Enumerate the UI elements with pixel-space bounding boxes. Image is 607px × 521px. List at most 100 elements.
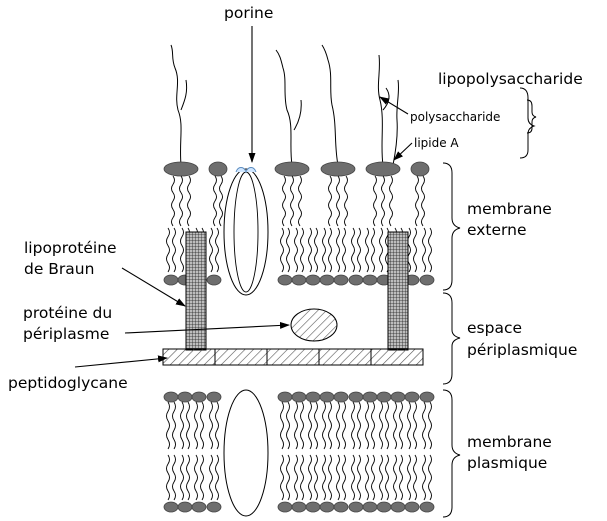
lipid-head <box>420 392 434 402</box>
lipid-head <box>207 502 221 512</box>
lps-chain <box>322 45 338 165</box>
lipid-tail <box>299 176 302 226</box>
lipid-tail <box>329 402 332 449</box>
lipid-tail <box>329 176 332 226</box>
lipid-tail <box>181 228 184 272</box>
lipid-head <box>209 162 227 176</box>
lipid-tail <box>281 455 284 500</box>
porin-outer <box>224 169 268 295</box>
lipid-head <box>278 275 292 285</box>
lipid-tail <box>309 402 312 449</box>
lipid-tail <box>423 455 426 500</box>
label-polysaccharide: polysaccharide <box>410 110 500 124</box>
lipid-tail <box>408 402 411 449</box>
lipid-tail <box>187 455 190 500</box>
label-lipopolysaccharide: lipopolysaccharide <box>438 70 583 88</box>
lipid-tail <box>400 402 403 449</box>
lipid-head <box>320 275 334 285</box>
lipid-tail <box>301 228 304 272</box>
label-peptidoglycane: peptidoglycane <box>8 374 128 392</box>
brace-membrane-plasmique <box>443 390 460 517</box>
lipid-head <box>377 392 391 402</box>
lipid-head <box>292 502 306 512</box>
lipid-tail <box>422 176 425 226</box>
lipid-head <box>411 162 429 176</box>
lipid-tail <box>301 455 304 500</box>
lipid-tail <box>167 228 170 272</box>
lipid-tail <box>372 455 375 500</box>
lipid-tail <box>309 455 312 500</box>
lipid-head <box>366 162 400 176</box>
lipid-tail <box>352 455 355 500</box>
lipid-tail <box>386 455 389 500</box>
lipid-tail <box>414 228 417 272</box>
label-espace-line1: espace <box>467 319 522 337</box>
lipid-tail <box>352 402 355 449</box>
lipid-tail <box>386 402 389 449</box>
lipid-tail <box>287 402 290 449</box>
lipid-head <box>278 392 292 402</box>
lipid-tail <box>281 228 284 272</box>
braun-lipoprotein-right <box>388 232 408 350</box>
brace-espace-periplasmique <box>443 293 460 384</box>
lipid-tail <box>429 228 432 272</box>
lipid-tail <box>180 176 183 226</box>
lipid-tail <box>429 402 432 449</box>
lipid-tail <box>400 455 403 500</box>
lipid-tail <box>188 176 191 226</box>
label-proteine-line1: protéine du <box>23 304 112 322</box>
label-lipide-a: lipide A <box>414 136 459 150</box>
lipid-tail <box>295 228 298 272</box>
lipid-tail <box>380 228 383 272</box>
lipid-tail <box>210 455 213 500</box>
peptidoglycan-layer <box>163 349 423 365</box>
lipid-head <box>363 275 377 285</box>
label-proteine-line2: périplasme <box>23 325 109 343</box>
lps-chain <box>378 55 383 165</box>
lipid-tail <box>423 402 426 449</box>
lipid-head <box>349 502 363 512</box>
lipid-head <box>321 162 355 176</box>
lipid-head <box>405 392 419 402</box>
lipid-tail <box>390 176 393 226</box>
lipid-tail <box>323 402 326 449</box>
lps-chain <box>294 100 301 130</box>
lipid-tail <box>295 455 298 500</box>
lipid-head <box>306 502 320 512</box>
lipid-head <box>292 275 306 285</box>
lipid-tail <box>181 402 184 449</box>
lipid-head <box>391 392 405 402</box>
arrow-proteine-periplasme <box>125 325 289 333</box>
label-membrane-plasmique-line2: plasmique <box>467 454 547 472</box>
lipid-tail <box>358 228 361 272</box>
lipid-tail <box>366 402 369 449</box>
lipid-head <box>363 502 377 512</box>
lps-chain <box>276 50 292 165</box>
lipid-tail <box>352 228 355 272</box>
lipid-head <box>377 502 391 512</box>
lipid-tail <box>216 228 219 272</box>
arrow-polysaccharide <box>380 97 408 114</box>
lipid-tail <box>216 455 219 500</box>
lipid-tail <box>414 455 417 500</box>
lipid-head <box>334 275 348 285</box>
lipid-tail <box>343 228 346 272</box>
lipid-tail <box>173 228 176 272</box>
lipid-tail <box>281 402 284 449</box>
arrow-lipoproteine <box>122 268 185 306</box>
lipid-tail <box>283 176 286 226</box>
label-porine: porine <box>224 4 273 22</box>
lipid-tail <box>187 402 190 449</box>
lipid-head <box>320 502 334 512</box>
lipid-tail <box>382 176 385 226</box>
lipid-tail <box>343 402 346 449</box>
lipid-head <box>334 392 348 402</box>
periplasmic-protein <box>291 309 337 341</box>
lipid-head <box>178 392 192 402</box>
lipid-tail <box>372 402 375 449</box>
lipid-head <box>363 392 377 402</box>
lipid-head <box>334 502 348 512</box>
lipid-tail <box>216 402 219 449</box>
lipid-head <box>164 275 178 285</box>
lipid-tail <box>337 402 340 449</box>
